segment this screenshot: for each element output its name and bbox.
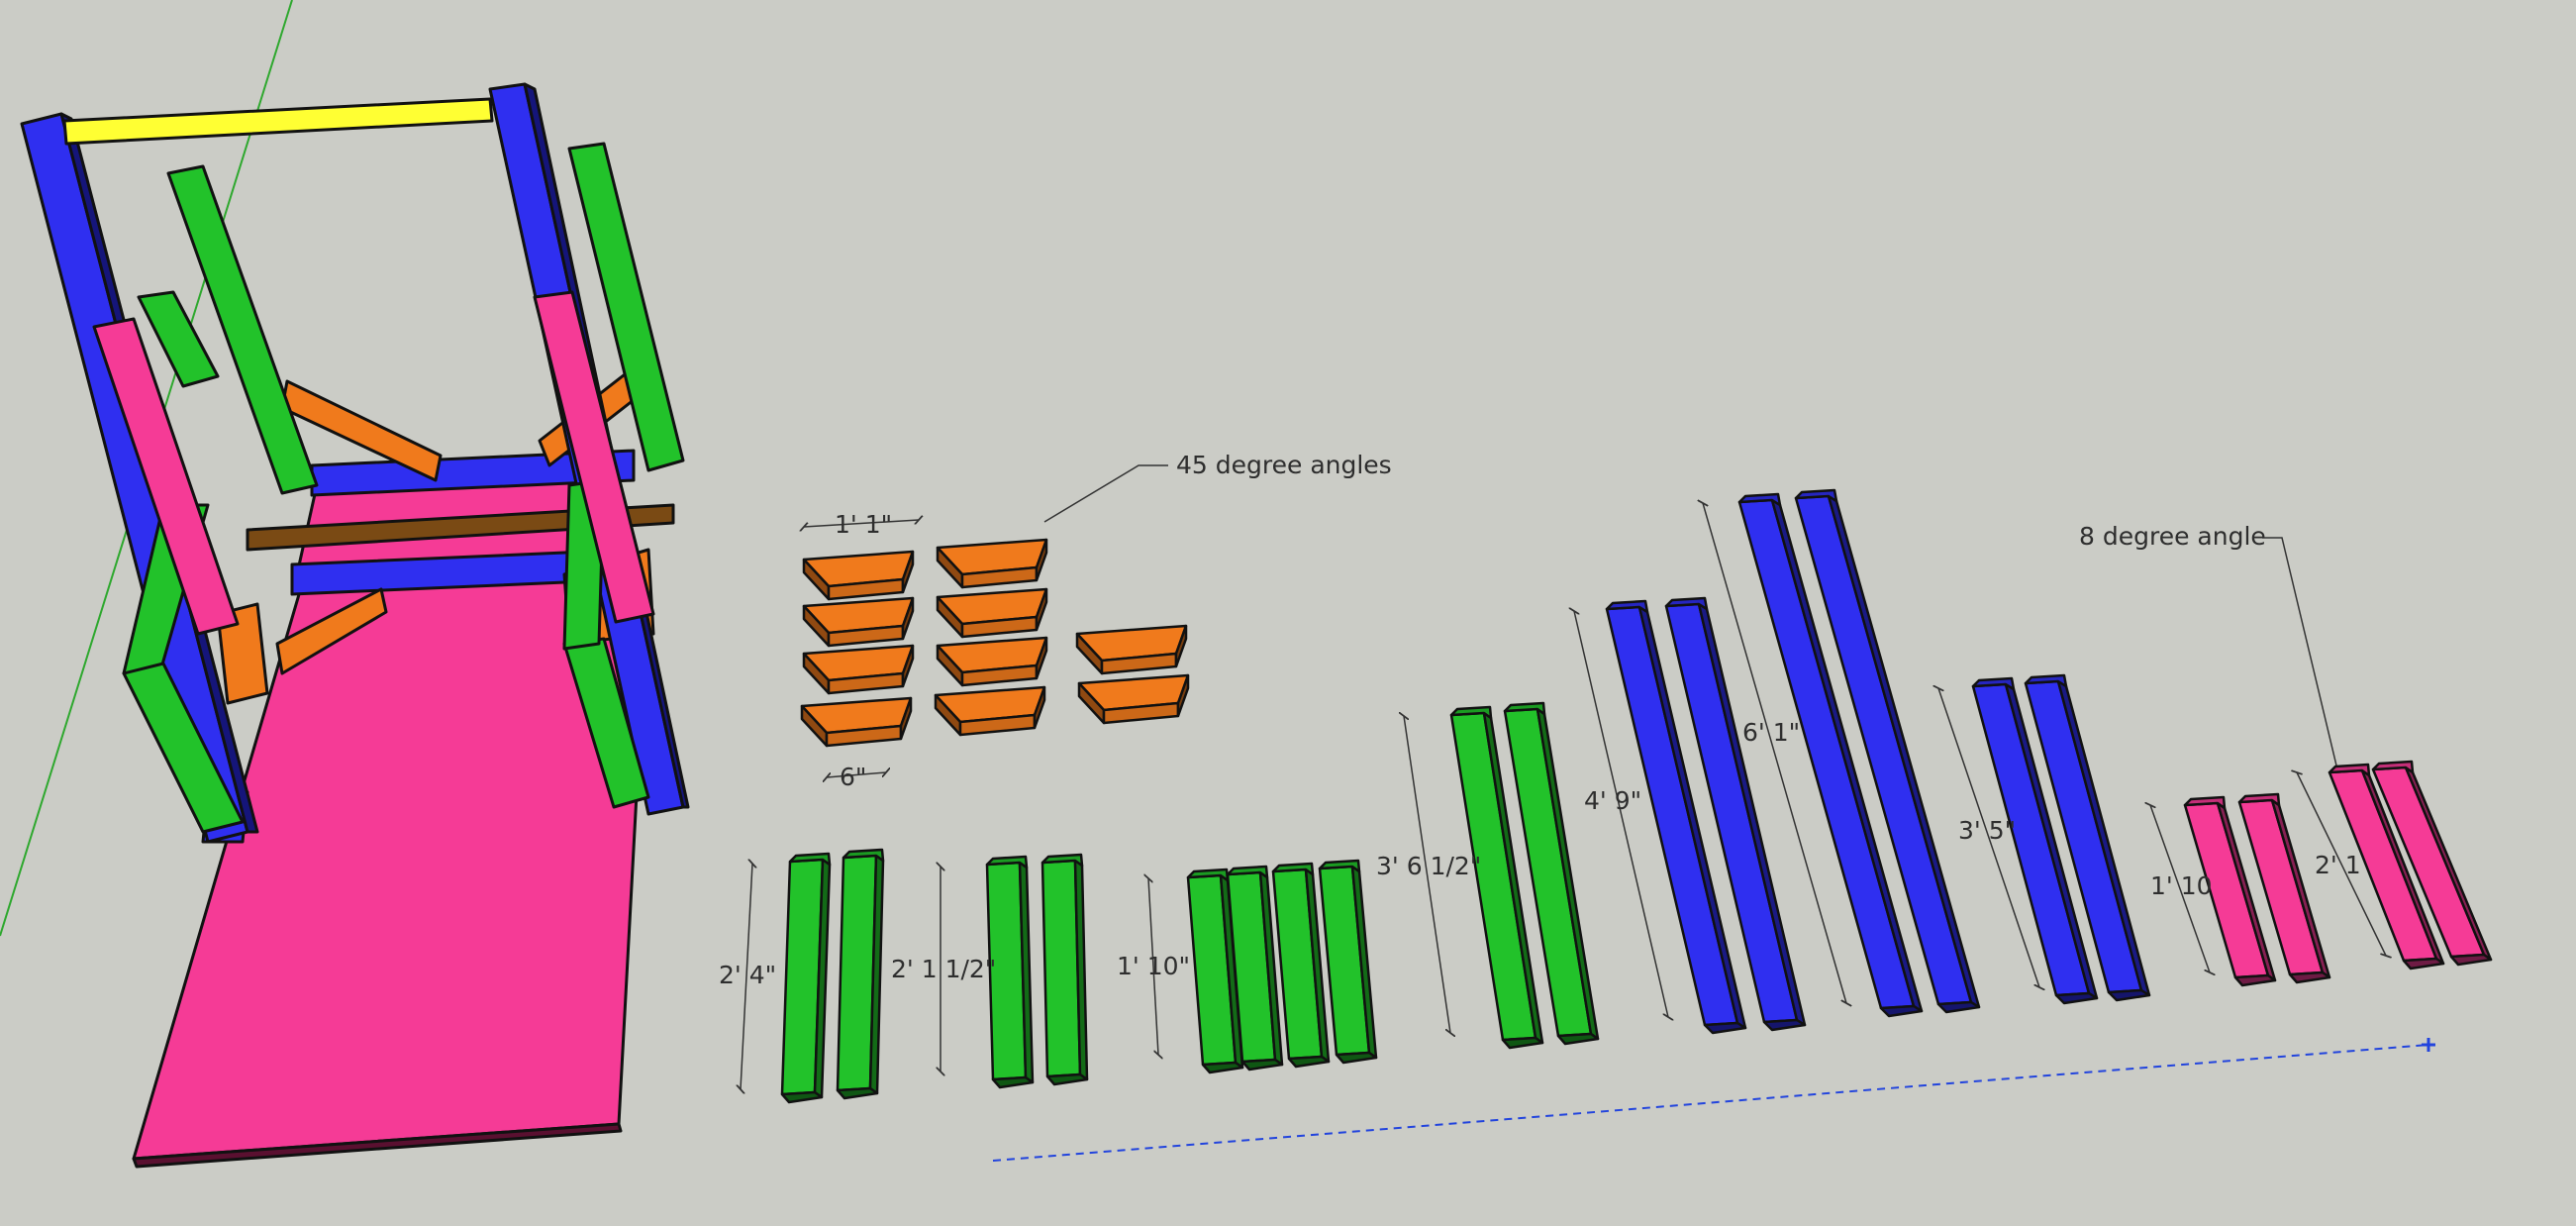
pink-post-left: [92, 317, 240, 636]
blue-board-a2-end: [1762, 1018, 1807, 1032]
pink-board-b1-end: [2402, 957, 2445, 971]
green-frame-left-top: [166, 164, 319, 495]
dimline-block-width: [804, 520, 919, 527]
blue-board-a1-end: [1703, 1021, 1747, 1035]
pink-board-a1-end: [2233, 973, 2277, 987]
dimension-labels: 1' 1" 6" 2' 4" 2' 1 1/2" 1' 10" 3' 6 1/2…: [719, 510, 2361, 989]
blue-board-c1-end: [2054, 991, 2099, 1005]
dimline-green-c: [1148, 878, 1158, 1055]
assembled-model[interactable]: [20, 82, 690, 1169]
pink-board-b2[interactable]: [2371, 760, 2493, 967]
blue-board-c2[interactable]: [2024, 673, 2151, 1002]
green-frame-right-top: [567, 142, 685, 472]
orange-block-c2-right: [1176, 673, 1190, 718]
dimline-blue-b: [1703, 503, 1846, 1003]
blue-board-c2-end: [2107, 988, 2151, 1002]
green-board-b1-end: [991, 1075, 1035, 1089]
orange-block-a1-right: [901, 550, 915, 594]
dim-pink-a: 1' 10: [2150, 871, 2213, 900]
dimline-green-d: [1404, 716, 1450, 1033]
dimline-blue-a: [1574, 611, 1668, 1017]
blue-board-c1-top: [1971, 676, 2016, 691]
dim-block-depth: 6": [840, 763, 866, 791]
pink-board-a2-top: [2237, 792, 2281, 807]
green-board-c3-top: [1271, 862, 1315, 876]
base-board-edge: [132, 1122, 623, 1169]
brace-left-lower: [275, 587, 388, 675]
dim-green-a: 2' 4": [719, 961, 776, 989]
green-board-d1[interactable]: [1449, 705, 1544, 1050]
pink-post-right: [533, 290, 655, 624]
green-board-c1[interactable]: [1186, 868, 1244, 1074]
dim-block-width: 1' 1": [835, 510, 892, 539]
green-board-a2-end: [836, 1086, 879, 1100]
green-board-a2-top: [842, 848, 885, 863]
green-board-d2-top: [1503, 701, 1546, 716]
brace-inner-left: [216, 602, 269, 705]
green-frame-left-bottom2: [122, 662, 245, 834]
green-board-c3-end: [1287, 1055, 1331, 1069]
note-45-degree-angles: 45 degree angles: [1176, 451, 1392, 479]
blue-board-b1-end: [1879, 1004, 1924, 1018]
dimline-green-a: [741, 864, 752, 1089]
orange-block-c1-right: [1174, 624, 1188, 668]
brown-rail: [246, 503, 675, 552]
green-board-b1[interactable]: [985, 855, 1035, 1089]
dimline-pink-b: [2297, 772, 2386, 956]
green-board-c4[interactable]: [1318, 859, 1378, 1065]
inference-guide-line: [992, 1044, 2429, 1162]
orange-block-a4-right: [899, 696, 913, 741]
exploded-parts[interactable]: [741, 488, 2493, 1104]
orange-block-b3-right: [1035, 636, 1048, 680]
orange-block-b1-right: [1035, 538, 1048, 582]
dim-green-d: 3' 6 1/2": [1376, 852, 1481, 880]
green-board-a2[interactable]: [836, 848, 885, 1100]
green-board-b2-end: [1045, 1073, 1089, 1086]
blue-board-b2-side: [1827, 494, 1981, 1009]
dim-green-c: 1' 10": [1117, 952, 1190, 980]
green-board-c1-end: [1201, 1061, 1244, 1074]
green-board-b1-top: [985, 855, 1029, 869]
orange-block-a3-right: [901, 644, 915, 688]
guide-endpoint-icon: [2422, 1038, 2435, 1052]
blue-board-c2-top: [2024, 673, 2068, 688]
green-board-d1-end: [1501, 1036, 1544, 1050]
dim-blue-c: 3' 5": [1958, 816, 2016, 845]
annotation-8: 8 degree angle: [2079, 522, 2337, 766]
orange-block-b4-right: [1033, 685, 1046, 730]
green-frame-left-top2: [137, 290, 220, 388]
green-board-b2-front: [1040, 859, 1082, 1078]
note-8-degree-angle: 8 degree angle: [2079, 522, 2266, 551]
green-board-b2-top: [1040, 853, 1084, 868]
green-board-b2[interactable]: [1040, 853, 1089, 1086]
green-board-d1-top: [1449, 705, 1493, 720]
dim-blue-a: 4' 9": [1584, 786, 1641, 815]
dim-blue-b: 6' 1": [1742, 718, 1800, 747]
green-board-c2-top: [1226, 865, 1269, 879]
green-board-c3[interactable]: [1271, 862, 1331, 1069]
pink-board-a2-end: [2288, 971, 2331, 984]
blue-board-b2-end: [1936, 1000, 1981, 1014]
annotation-45: 45 degree angles: [1043, 451, 1392, 523]
yellow-bar: [62, 97, 494, 146]
green-board-c4-top: [1318, 859, 1361, 873]
dimline-blue-c: [1938, 688, 2039, 987]
orange-block-a2-right: [901, 596, 915, 641]
orange-block-b2-right: [1035, 587, 1048, 632]
pink-board-b2-end: [2449, 953, 2493, 967]
green-board-a1-end: [780, 1090, 824, 1104]
green-board-c4-end: [1335, 1051, 1378, 1065]
green-board-a1[interactable]: [780, 852, 832, 1104]
green-board-c2-end: [1240, 1058, 1284, 1072]
green-board-d2-end: [1556, 1032, 1600, 1046]
pink-board-b2-top: [2371, 760, 2415, 774]
dimline-block-depth: [827, 772, 886, 777]
blue-board-b2-top: [1794, 488, 1838, 503]
dim-pink-b: 2' 1: [2315, 851, 2361, 879]
dimline-pink-a: [2150, 805, 2210, 972]
dim-green-b: 2' 1 1/2": [891, 955, 996, 983]
green-board-a1-top: [788, 852, 832, 867]
green-board-c2[interactable]: [1226, 865, 1284, 1072]
